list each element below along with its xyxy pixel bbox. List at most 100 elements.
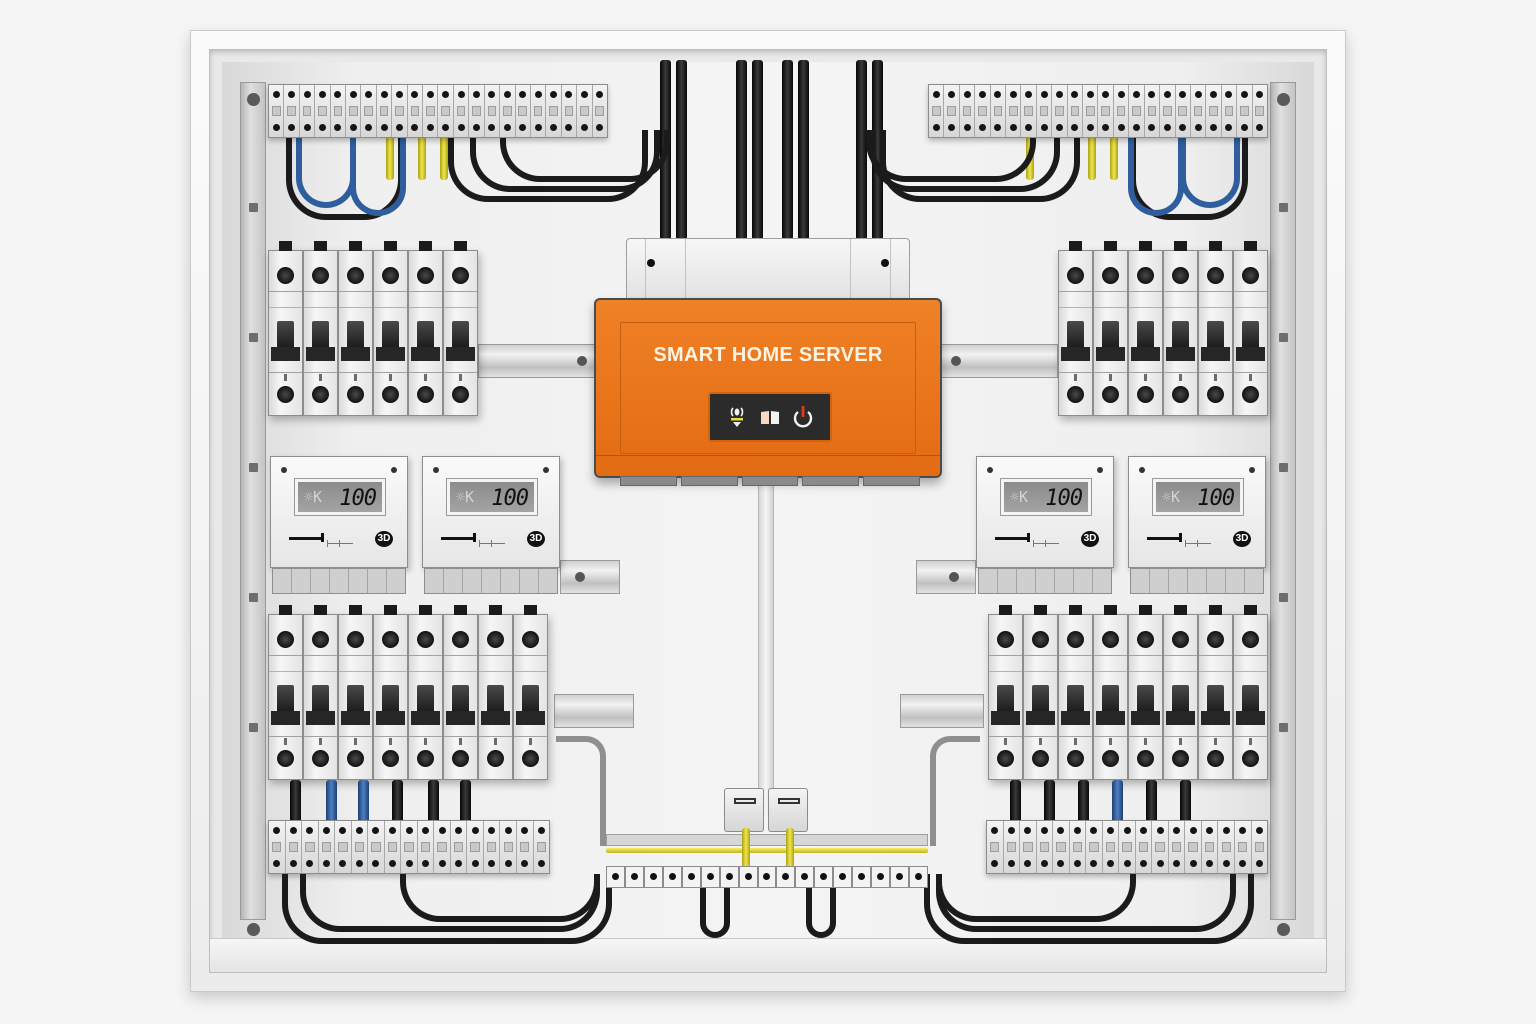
circuit-breaker — [303, 241, 338, 416]
terminal — [1021, 85, 1037, 137]
terminal — [467, 821, 484, 873]
terminal — [577, 85, 593, 137]
terminal — [1098, 85, 1114, 137]
breaker-toggle — [1032, 685, 1049, 711]
breaker-toggle — [1207, 321, 1224, 347]
conduit-bend — [556, 736, 606, 846]
terminal — [1237, 85, 1253, 137]
terminal — [1053, 821, 1070, 873]
cable-loop-black — [936, 874, 1236, 932]
terminal — [401, 821, 418, 873]
circuit-breaker — [1198, 605, 1233, 780]
cable-loop-black — [700, 886, 730, 938]
terminal — [1037, 85, 1053, 137]
terminal — [361, 85, 377, 137]
breaker-toggle — [382, 321, 399, 347]
bus-terminal — [719, 866, 739, 888]
terminal — [562, 85, 578, 137]
circuit-breaker — [988, 605, 1023, 780]
terminal-block-top-left — [268, 84, 608, 138]
bus-terminal — [738, 866, 758, 888]
breaker-toggle — [487, 685, 504, 711]
terminal — [1037, 821, 1054, 873]
terminal — [451, 821, 468, 873]
meter-reading: 100 — [339, 486, 377, 511]
meter-badge: 3D — [1233, 531, 1251, 547]
bus-terminal — [871, 866, 891, 888]
circuit-breaker — [1163, 241, 1198, 416]
meter-status-icon: ☼K — [1162, 488, 1181, 506]
terminal — [987, 821, 1004, 873]
meter-display: ☼K 100 — [446, 478, 538, 516]
earth-wire — [1088, 136, 1096, 180]
breaker-toggle — [1172, 685, 1189, 711]
earth-wire — [386, 136, 394, 180]
terminal — [284, 85, 300, 137]
breaker-toggle — [277, 321, 294, 347]
cable-loop-black — [866, 130, 1036, 182]
circuit-breaker — [1128, 605, 1163, 780]
terminal — [1252, 821, 1268, 873]
circuit-breaker — [338, 605, 373, 780]
feed-cable — [782, 60, 793, 240]
bus-terminal — [606, 866, 625, 888]
feed-cable — [1044, 780, 1055, 830]
circuit-breaker — [268, 241, 303, 416]
right-mounting-rail — [1270, 82, 1296, 936]
breaker-toggle — [1102, 685, 1119, 711]
terminal — [346, 85, 362, 137]
meter-reading: 100 — [1197, 486, 1235, 511]
cable-loop-blue — [1128, 130, 1184, 216]
terminal — [1185, 821, 1202, 873]
earth-busbar — [606, 848, 928, 853]
earth-wire — [742, 828, 750, 868]
terminal — [1103, 821, 1120, 873]
circuit-breaker — [268, 605, 303, 780]
terminal — [331, 85, 347, 137]
terminal — [1052, 85, 1068, 137]
feed-cable — [428, 780, 439, 830]
breaker-toggle — [417, 685, 434, 711]
terminal — [944, 85, 960, 137]
breaker-toggle — [452, 321, 469, 347]
earth-wire — [418, 136, 426, 180]
terminal — [1145, 85, 1161, 137]
bus-terminal — [662, 866, 682, 888]
terminal — [300, 85, 316, 137]
server-title: SMART HOME SERVER — [653, 344, 883, 366]
circuit-breaker — [373, 241, 408, 416]
terminal — [286, 821, 303, 873]
energy-meter: ☼K 100 3D — [270, 456, 408, 594]
terminal — [408, 85, 424, 137]
feed-cable — [1180, 780, 1191, 830]
terminal — [1169, 821, 1186, 873]
terminal — [377, 85, 393, 137]
terminal — [1020, 821, 1037, 873]
terminal — [534, 821, 550, 873]
breaker-toggle — [347, 685, 364, 711]
terminal — [352, 821, 369, 873]
breaker-toggle — [312, 685, 329, 711]
feed-cable — [1010, 780, 1021, 830]
breaker-toggle — [1102, 321, 1119, 347]
terminal — [484, 821, 501, 873]
terminal — [1218, 821, 1235, 873]
circuit-breaker — [408, 241, 443, 416]
breaker-toggle — [312, 321, 329, 347]
circuit-breaker — [1233, 605, 1268, 780]
busbar-clamp — [724, 788, 764, 832]
cable-loop-black — [500, 130, 670, 182]
feed-cable — [856, 60, 867, 240]
din-rail — [554, 694, 634, 728]
earth-wire — [786, 828, 794, 868]
terminal — [517, 821, 534, 873]
terminal — [1176, 85, 1191, 137]
neutral-cable — [1112, 780, 1123, 830]
bus-terminal — [624, 866, 644, 888]
meter-display: ☼K 100 — [1152, 478, 1244, 516]
meter-badge: 3D — [1081, 531, 1099, 547]
feed-cable — [1146, 780, 1157, 830]
terminal — [1152, 821, 1169, 873]
terminal — [418, 821, 435, 873]
meter-reading: 100 — [491, 486, 529, 511]
